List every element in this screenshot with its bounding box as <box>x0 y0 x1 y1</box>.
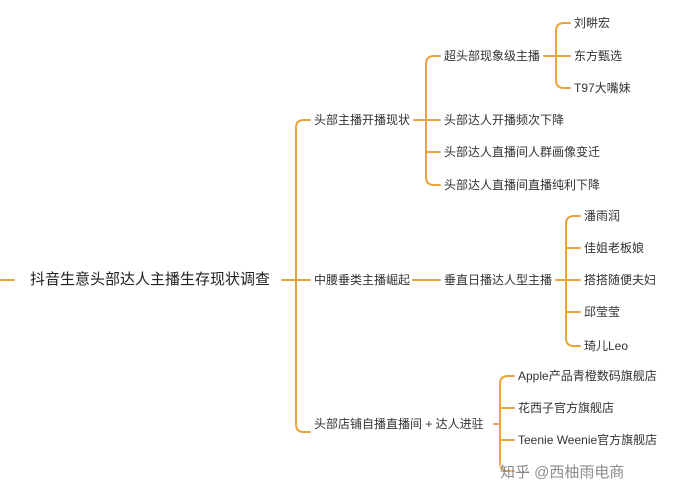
topic-broadcast-frequency-decline: 头部达人开播频次下降 <box>442 112 567 128</box>
branch-store-self-broadcast: 头部店铺自播直播间 + 达人进驻 <box>312 416 486 432</box>
zhihu-watermark: 知乎 @西柚雨电商 <box>500 462 625 484</box>
root-topic: 抖音生意头部达人主播生存现状调查 <box>28 270 273 290</box>
anchor-name: 邱莹莹 <box>582 304 623 320</box>
store-teenie-weenie: Teenie Weenie官方旗舰店 <box>516 432 660 448</box>
topic-audience-profile-shift: 头部达人直播间人群画像变迁 <box>442 144 603 160</box>
anchor-name: 刘畊宏 <box>572 15 613 31</box>
branch-mid-tier-rise: 中腰垂类主播崛起 <box>312 272 413 288</box>
store-more-ellipsis: ··· <box>516 463 532 479</box>
branch-head-anchor-status: 头部主播开播现状 <box>312 112 413 128</box>
topic-net-profit-decline: 头部达人直播间直播纯利下降 <box>442 177 603 193</box>
store-apple-qingcheng: Apple产品青橙数码旗舰店 <box>516 368 659 384</box>
anchor-name: 潘雨润 <box>582 208 623 224</box>
topic-super-head-anchors: 超头部现象级主播 <box>442 48 543 64</box>
anchor-name: 搭搭随便夫妇 <box>582 272 659 288</box>
anchor-name: 东方甄选 <box>572 48 625 64</box>
store-huaxizi: 花西子官方旗舰店 <box>516 400 617 416</box>
topic-vertical-daily-anchors: 垂直日播达人型主播 <box>442 272 555 288</box>
anchor-name: 琦儿Leo <box>582 338 631 354</box>
anchor-name: 佳姐老板娘 <box>582 240 647 256</box>
anchor-name: T97大嘴妹 <box>572 80 633 96</box>
